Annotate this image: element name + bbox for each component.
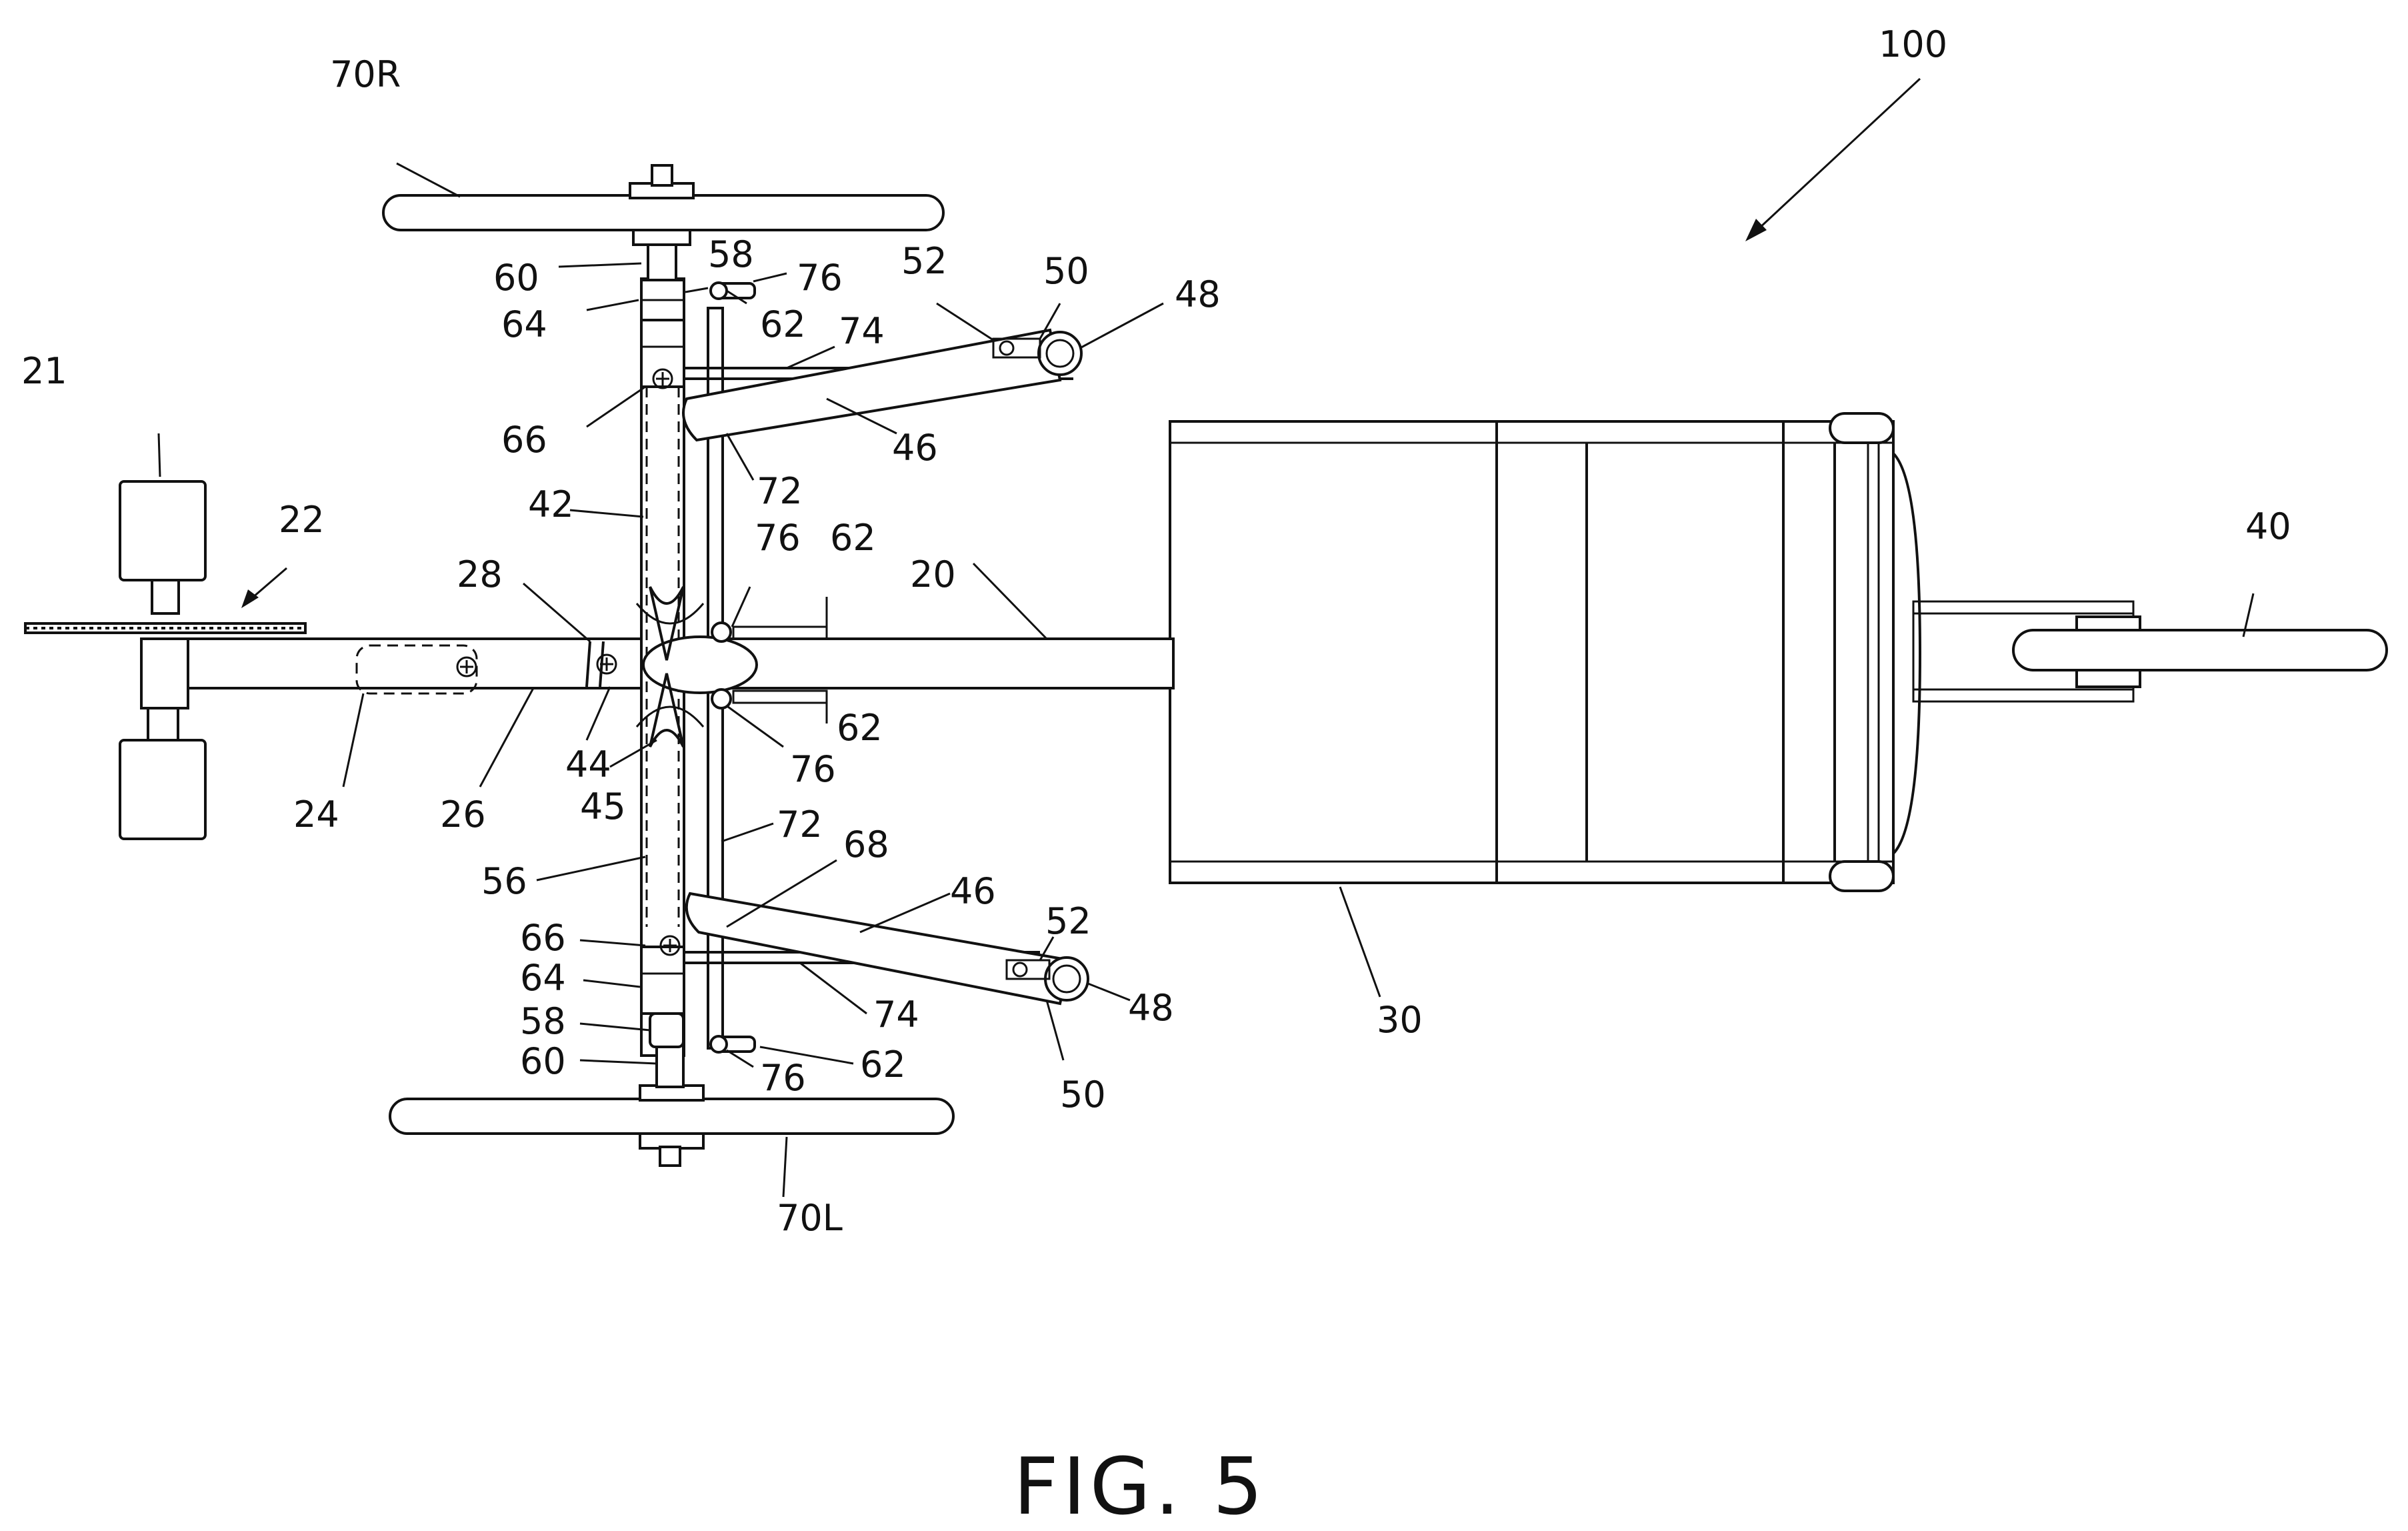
label-24: 24 [293, 794, 339, 836]
label-22: 22 [279, 499, 325, 541]
label-46-bot: 46 [950, 870, 996, 912]
arm-top [682, 328, 1083, 442]
label-20: 20 [910, 553, 956, 595]
label-76-mid2: 76 [790, 748, 836, 790]
label-74-bot: 74 [873, 994, 919, 1036]
leader-lines [157, 162, 2255, 1198]
label-45: 45 [580, 786, 626, 828]
label-52-bot: 52 [1045, 900, 1091, 942]
label-100: 100 [1879, 23, 1947, 65]
label-28: 28 [457, 553, 503, 595]
label-66-top: 66 [501, 419, 547, 461]
label-26: 26 [440, 794, 486, 836]
label-40: 40 [2245, 505, 2291, 547]
label-21: 21 [21, 350, 67, 392]
label-50-top: 50 [1043, 250, 1089, 292]
label-56: 56 [481, 860, 527, 902]
label-30: 30 [1377, 999, 1423, 1041]
label-62-top: 62 [760, 303, 806, 345]
basket-frame [1169, 412, 1922, 892]
label-62-bot: 62 [860, 1044, 906, 1086]
label-70R: 70R [330, 53, 401, 95]
drive-motor-assembly [24, 480, 307, 840]
arm-bottom [685, 892, 1089, 1006]
label-62-mid1: 62 [830, 517, 876, 559]
label-76-mid1: 76 [755, 517, 801, 559]
label-42: 42 [528, 483, 574, 525]
label-76-bot: 76 [760, 1057, 806, 1099]
label-48-top: 48 [1175, 273, 1221, 315]
label-58-bot: 58 [520, 1000, 566, 1042]
label-48-bot: 48 [1128, 987, 1174, 1029]
label-76-top: 76 [797, 257, 843, 299]
center-hub [635, 586, 828, 747]
figure-caption: FIG. 5 [1013, 1440, 1267, 1531]
label-52-top: 52 [901, 240, 947, 282]
label-46-top: 46 [892, 427, 938, 469]
label-58-top: 58 [708, 233, 754, 275]
handle-assembly [1912, 600, 2388, 703]
label-68: 68 [843, 824, 889, 866]
label-60-top: 60 [493, 257, 539, 299]
reference-arrow-100 [1745, 77, 1921, 241]
label-44: 44 [565, 743, 611, 786]
label-64-top: 64 [501, 303, 547, 345]
wheel-70L [389, 935, 1040, 1167]
label-66-bot: 66 [520, 917, 566, 959]
label-64-bot: 64 [520, 957, 566, 999]
reference-labels: 100 70R 21 22 60 58 76 64 62 52 50 48 74… [21, 23, 2291, 1531]
label-72-bot: 72 [777, 804, 823, 846]
label-50-bot: 50 [1060, 1074, 1106, 1116]
label-70L: 70L [777, 1197, 843, 1239]
label-72-top: 72 [757, 470, 803, 512]
label-60-bot: 60 [520, 1040, 566, 1082]
label-74-top: 74 [839, 310, 885, 352]
label-62-mid2: 62 [837, 707, 883, 749]
